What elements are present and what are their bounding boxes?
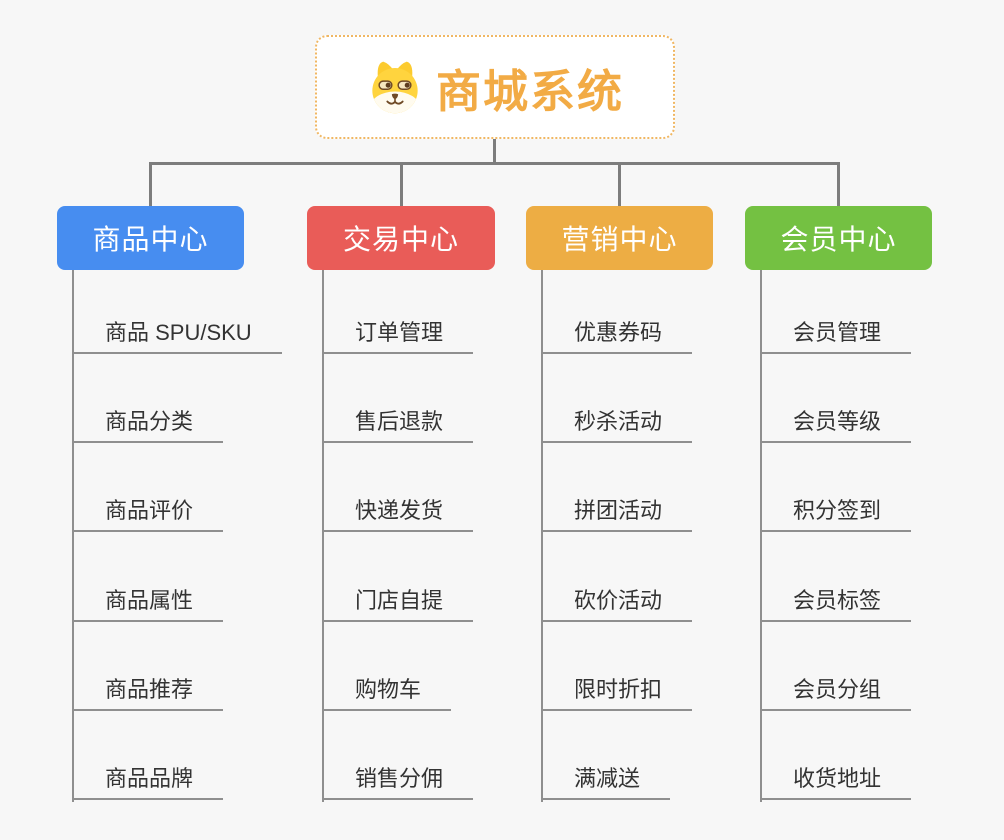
branch-trunk-line bbox=[760, 270, 762, 802]
child-topic[interactable]: 购物车 bbox=[322, 676, 452, 711]
connector-drop-marketing bbox=[618, 164, 621, 208]
branch-trunk-line bbox=[322, 270, 324, 802]
child-topic[interactable]: 商品属性 bbox=[72, 587, 224, 622]
branch-trunk-line bbox=[541, 270, 543, 802]
child-topic[interactable]: 会员管理 bbox=[760, 319, 912, 354]
root-title: 商城系统 bbox=[435, 65, 624, 117]
branch-node-marketing-center[interactable]: 营销中心 bbox=[526, 206, 713, 270]
child-topic[interactable]: 商品 SPU/SKU bbox=[72, 319, 282, 354]
branch-node-product-center[interactable]: 商品中心 bbox=[57, 206, 244, 270]
child-topic[interactable]: 商品评价 bbox=[72, 497, 224, 532]
child-topic[interactable]: 限时折扣 bbox=[541, 676, 693, 711]
child-topic[interactable]: 积分签到 bbox=[760, 497, 912, 532]
child-topic[interactable]: 销售分佣 bbox=[322, 765, 474, 800]
child-topic[interactable]: 商品分类 bbox=[72, 408, 224, 443]
child-topic[interactable]: 会员分组 bbox=[760, 676, 912, 711]
child-topic[interactable]: 满减送 bbox=[541, 765, 671, 800]
shiba-dog-icon bbox=[372, 61, 418, 114]
connector-root-stem bbox=[493, 139, 496, 164]
branch-column-product: 商品中心 商品 SPU/SKU 商品分类 商品评价 商品属性 商品推荐 商品品牌 bbox=[57, 206, 282, 802]
connector-drop-member bbox=[837, 164, 840, 208]
child-topic[interactable]: 订单管理 bbox=[322, 319, 474, 354]
branch-trunk-line bbox=[72, 270, 74, 802]
child-topic[interactable]: 会员标签 bbox=[760, 587, 912, 622]
child-topic[interactable]: 商品品牌 bbox=[72, 765, 224, 800]
child-topic[interactable]: 砍价活动 bbox=[541, 587, 693, 622]
branch-column-marketing: 营销中心 优惠券码 秒杀活动 拼团活动 砍价活动 限时折扣 满减送 bbox=[526, 206, 713, 802]
branch-node-trade-center[interactable]: 交易中心 bbox=[307, 206, 495, 270]
child-topic[interactable]: 商品推荐 bbox=[72, 676, 224, 711]
child-topic[interactable]: 会员等级 bbox=[760, 408, 912, 443]
child-topic[interactable]: 售后退款 bbox=[322, 408, 474, 443]
connector-drop-trade bbox=[400, 164, 403, 208]
branch-column-trade: 交易中心 订单管理 售后退款 快递发货 门店自提 购物车 销售分佣 bbox=[307, 206, 495, 802]
child-topic[interactable]: 快递发货 bbox=[322, 497, 474, 532]
child-topic[interactable]: 优惠券码 bbox=[541, 319, 693, 354]
connector-bus bbox=[149, 162, 840, 165]
branch-column-member: 会员中心 会员管理 会员等级 积分签到 会员标签 会员分组 收货地址 bbox=[745, 206, 932, 802]
connector-drop-product bbox=[149, 164, 152, 208]
root-node[interactable]: 商城系统 bbox=[315, 35, 675, 139]
child-topic[interactable]: 秒杀活动 bbox=[541, 408, 693, 443]
branch-node-member-center[interactable]: 会员中心 bbox=[745, 206, 932, 270]
child-topic[interactable]: 拼团活动 bbox=[541, 497, 693, 532]
child-topic[interactable]: 收货地址 bbox=[760, 765, 912, 800]
child-topic[interactable]: 门店自提 bbox=[322, 587, 474, 622]
